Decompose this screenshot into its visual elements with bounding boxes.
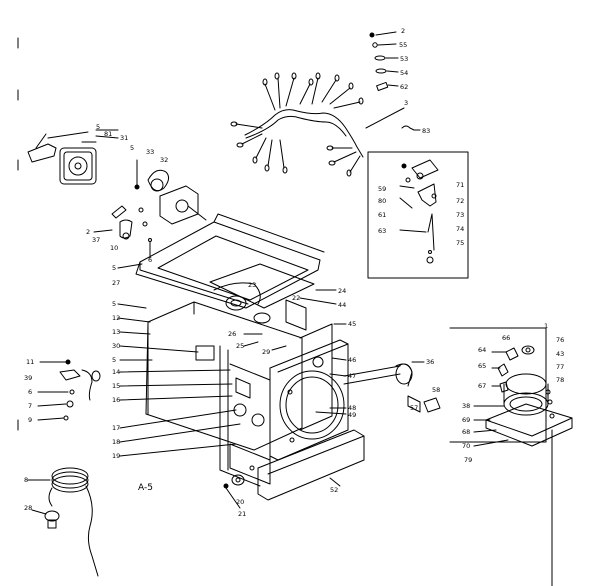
label-16: 16 (112, 396, 120, 404)
main-cabinet (145, 301, 333, 487)
top-cover-panel (135, 213, 325, 309)
label-73: 73 (456, 211, 464, 219)
label-59: 59 (378, 185, 386, 193)
label-15: 15 (112, 382, 120, 390)
blower-drive (343, 363, 441, 413)
label-7: 7 (28, 402, 32, 410)
small-parts-top (369, 31, 421, 131)
control-panel (209, 263, 315, 331)
label-68: 68 (462, 428, 470, 436)
label-64: 64 (478, 346, 486, 354)
label-9: 9 (28, 416, 32, 424)
label-25: 25 (236, 342, 244, 350)
label-46: 46 (348, 356, 356, 364)
label-72: 72 (456, 197, 464, 205)
label-63: 63 (378, 227, 386, 235)
label-8: 8 (24, 476, 28, 484)
label-5-side: 5 (112, 300, 116, 308)
leader-lines (117, 263, 509, 457)
label-21: 21 (238, 510, 246, 518)
label-12: 12 (112, 314, 120, 322)
label-28: 28 (24, 504, 32, 512)
label-3: 3 (404, 99, 408, 107)
label-17: 17 (112, 424, 120, 432)
label-52: 52 (330, 486, 338, 494)
label-58: 58 (432, 386, 440, 394)
label-32: 32 (160, 156, 168, 164)
label-80: 80 (378, 197, 386, 205)
label-6-bracket: 6 (148, 256, 152, 264)
label-2-top: 2 (401, 27, 405, 35)
label-14: 14 (112, 368, 120, 376)
label-69: 69 (462, 416, 470, 424)
bottom-hardware (223, 465, 341, 509)
motor-bracket-group (93, 159, 207, 259)
label-2-bracket: 2 (86, 228, 90, 236)
label-57: 57 (410, 404, 418, 412)
label-77: 77 (556, 363, 564, 371)
label-1: 1 (544, 322, 548, 330)
wiring-harness (230, 72, 405, 177)
power-cord (27, 467, 99, 577)
thermostat-inset (367, 151, 469, 279)
label-10: 10 (110, 244, 118, 252)
label-43: 43 (556, 350, 564, 358)
label-38: 38 (462, 402, 470, 410)
label-33: 33 (146, 148, 154, 156)
label-62: 62 (400, 83, 408, 91)
label-83: 83 (422, 127, 430, 135)
fan-motor-assembly (27, 129, 119, 185)
label-75: 75 (456, 239, 464, 247)
heater-assembly (449, 327, 573, 447)
label-66: 66 (502, 334, 510, 342)
left-small-parts (37, 359, 101, 421)
label-54: 54 (400, 69, 408, 77)
label-44: 44 (338, 301, 346, 309)
label-30: 30 (112, 342, 120, 350)
label-70: 70 (462, 442, 470, 450)
margin-ticks (17, 37, 553, 586)
label-31: 31 (120, 134, 128, 142)
label-47: 47 (348, 372, 356, 380)
label-78: 78 (556, 376, 564, 384)
label-55: 55 (399, 41, 407, 49)
label-37: 37 (92, 236, 100, 244)
label-39: 39 (24, 374, 32, 382)
label-53: 53 (400, 55, 408, 63)
label-67: 67 (478, 382, 486, 390)
label-65: 65 (478, 362, 486, 370)
label-6-left: 6 (28, 388, 32, 396)
label-24: 24 (338, 287, 346, 295)
label-76: 76 (556, 336, 564, 344)
label-19: 19 (112, 452, 120, 460)
label-48: 48 (348, 404, 356, 412)
label-45: 45 (348, 320, 356, 328)
label-49: 49 (348, 411, 356, 419)
front-bulkhead (269, 339, 349, 461)
label-26: 26 (228, 330, 236, 338)
figure-caption: A-5 (138, 483, 153, 493)
label-29: 29 (262, 348, 270, 356)
toe-panel (257, 429, 365, 501)
label-13: 13 (112, 328, 120, 336)
label-71: 71 (456, 181, 464, 189)
part-number-labels: 2 55 53 54 62 3 83 5 81 31 5 33 32 2 37 … (24, 27, 564, 518)
label-5-motor: 5 (130, 144, 134, 152)
label-5-fan: 5 (96, 123, 100, 131)
label-79: 79 (464, 456, 472, 464)
label-81: 81 (104, 130, 112, 138)
label-61: 61 (378, 211, 386, 219)
label-74: 74 (456, 225, 464, 233)
label-22: 22 (292, 294, 300, 302)
label-11: 11 (26, 358, 34, 366)
label-18: 18 (112, 438, 120, 446)
label-5-lower: 5 (112, 356, 116, 364)
label-23: 23 (248, 281, 256, 289)
label-20: 20 (236, 498, 244, 506)
label-27: 27 (112, 279, 120, 287)
label-36: 36 (426, 358, 434, 366)
label-5-cover: 5 (112, 264, 116, 272)
